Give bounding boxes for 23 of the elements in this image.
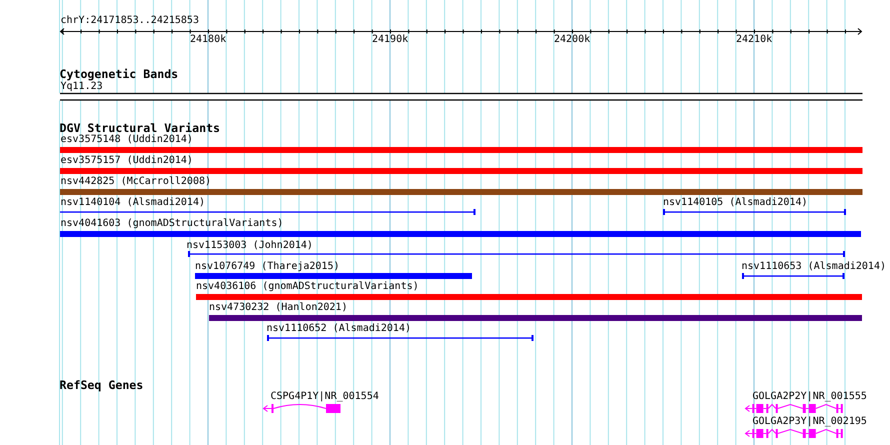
variant-label: nsv1110653 (Alsmadi2014) <box>742 260 886 273</box>
gene-label: GOLGA2P2Y|NR_001555 <box>752 391 867 404</box>
variant-label: nsv1153003 (John2014) <box>186 240 313 252</box>
gene-label: CSPG4P1Y|NR_001554 <box>270 391 379 404</box>
variant-label: nsv1140104 (Alsmadi2014) <box>60 197 205 210</box>
variant-label: nsv1076749 (Thareja2015) <box>195 260 340 273</box>
variant-label: nsv4036106 (gnomADStructuralVariants) <box>196 281 419 294</box>
variant-label: nsv4730232 (Hanlon2021) <box>209 302 348 314</box>
tick-label: 24200k <box>554 34 590 46</box>
track-title: RefSeq Genes <box>60 378 144 392</box>
variant-label: nsv4041603 (gnomADStructuralVariants) <box>60 218 284 230</box>
coordinate-label: chrY:24171853..24215853 <box>60 15 199 27</box>
variant-label: nsv1110652 (Alsmadi2014) <box>266 323 411 336</box>
band-label: Yq11.23 <box>60 80 103 93</box>
variant-label: nsv1140105 (Alsmadi2014) <box>663 197 808 210</box>
variant-label: nsv442825 (McCarroll2008) <box>60 176 212 188</box>
tick-label: 24180k <box>190 34 226 46</box>
tick-label: 24210k <box>736 34 772 46</box>
track-title: DGV Structural Variants <box>60 122 220 134</box>
variant-label: esv3575148 (Uddin2014) <box>60 134 193 146</box>
tick-label: 24190k <box>372 34 408 46</box>
variant-label: esv3575157 (Uddin2014) <box>60 155 193 167</box>
gene-label: GOLGA2P3Y|NR_002195 <box>752 416 867 428</box>
